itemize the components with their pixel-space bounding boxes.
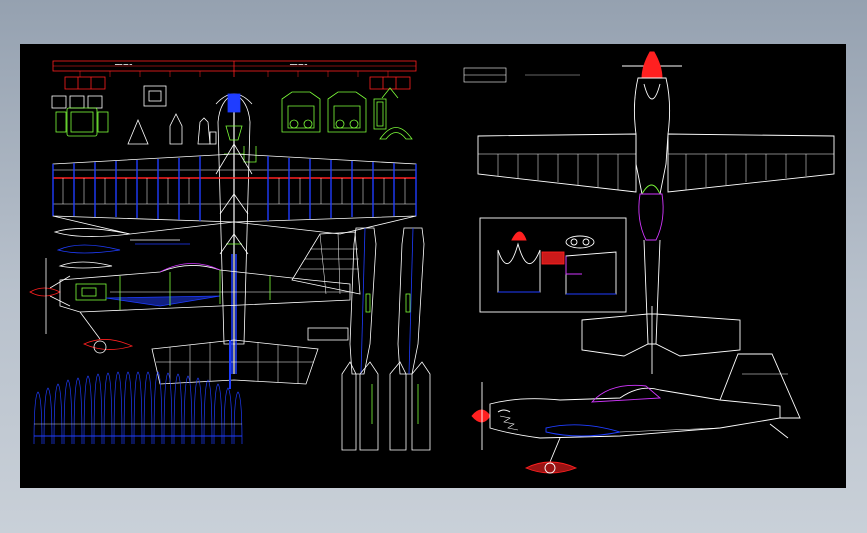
fuselage-side-view: [29, 231, 361, 354]
tail-plan: [151, 327, 349, 389]
right-sheet: [463, 51, 835, 474]
cad-drawing: ═══ ══ ═ ═══ ══ ═: [29, 51, 835, 474]
cad-drawing-canvas[interactable]: ═══ ══ ═ ═══ ══ ═: [20, 44, 846, 488]
hatch-parts: [127, 113, 217, 145]
spar-label-left: ═══ ══ ═: [114, 62, 133, 67]
title-block: [463, 67, 580, 83]
green-formers: [55, 87, 413, 163]
spar-label-right: ═══ ══ ═: [289, 62, 308, 67]
aircraft-top-view: [477, 51, 835, 374]
spar-plan: ═══ ══ ═ ═══ ══ ═: [52, 60, 417, 90]
aircraft-side-view: [471, 353, 801, 474]
fuselage-doublers: [341, 227, 431, 451]
airfoil-sections: [53, 228, 190, 269]
fuselage-top-view: [215, 93, 253, 374]
rib-set: [33, 371, 243, 445]
left-sheet: ═══ ══ ═ ═══ ══ ═: [29, 60, 431, 451]
canopy-detail: [479, 217, 627, 313]
